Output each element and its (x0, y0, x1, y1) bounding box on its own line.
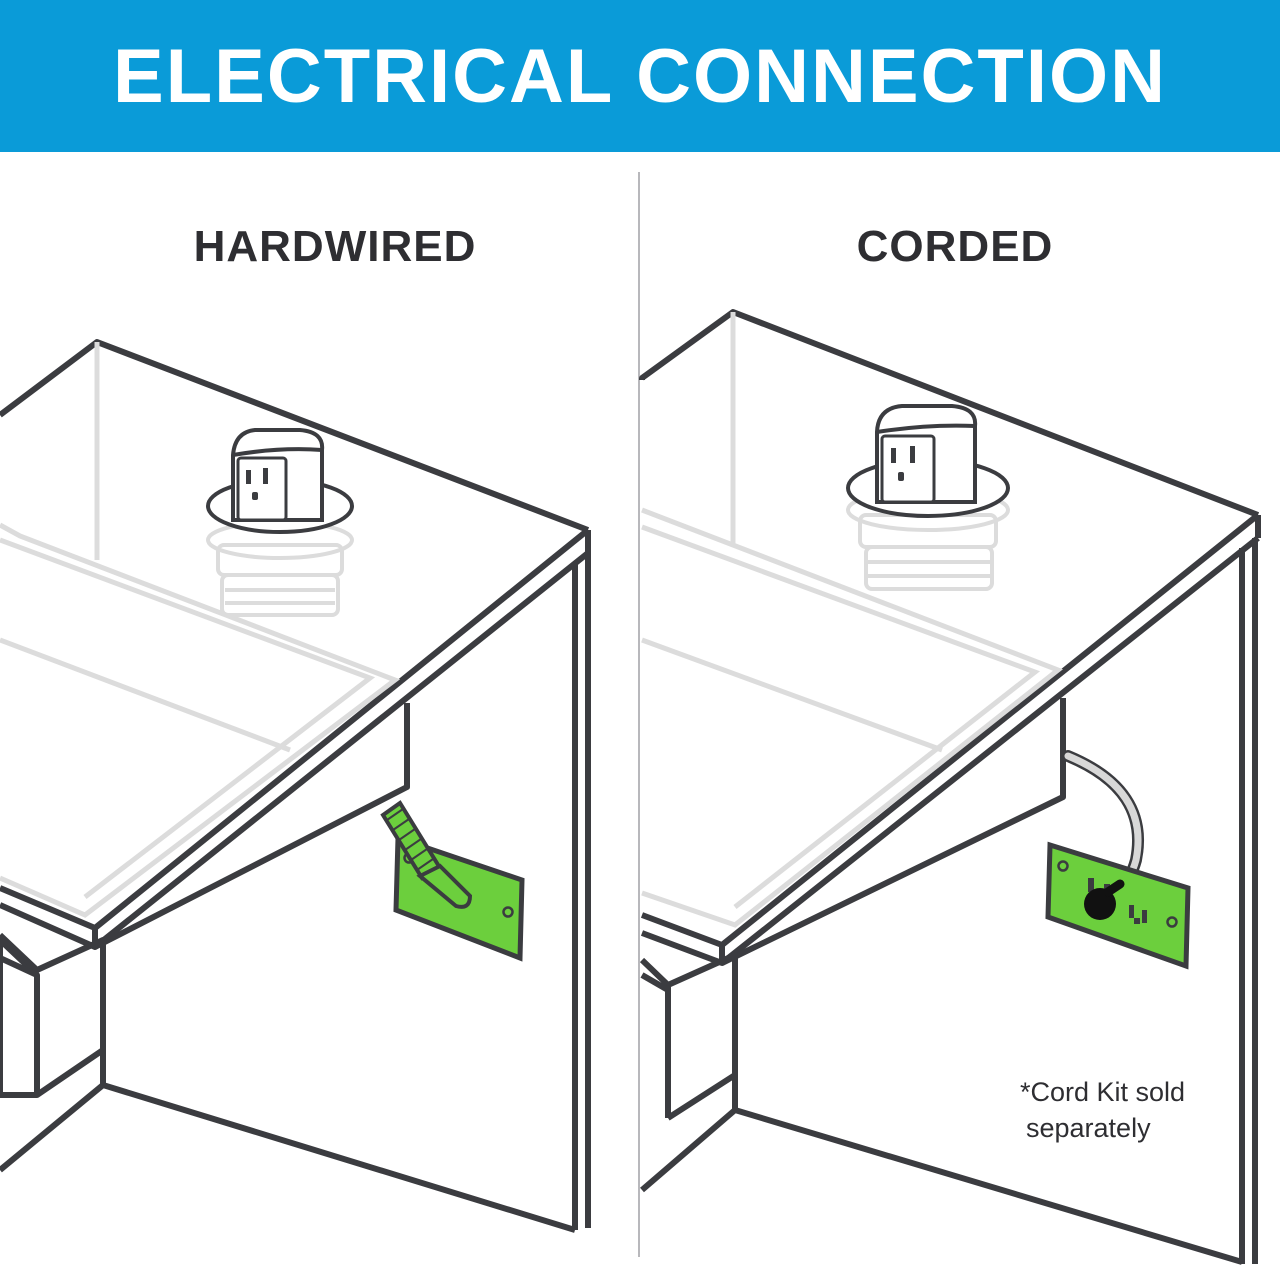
corded-inner-tray (641, 312, 1063, 928)
header-banner: ELECTRICAL CONNECTION (0, 0, 1280, 152)
pop-up-outlet-icon (206, 428, 354, 617)
hardwired-inner-tray (0, 342, 401, 918)
page-title: ELECTRICAL CONNECTION (113, 33, 1167, 119)
junction-box-icon (380, 800, 525, 962)
panel-title-hardwired: HARDWIRED (193, 222, 477, 271)
panel-divider (638, 172, 640, 1257)
pop-up-outlet-icon (846, 404, 1010, 591)
corded-cabinet (639, 309, 1261, 1265)
cord-kit-note: *Cord Kit sold separately (1020, 1077, 1186, 1143)
wall-outlet-icon (1045, 841, 1191, 970)
panel-title-corded: CORDED (856, 222, 1054, 271)
